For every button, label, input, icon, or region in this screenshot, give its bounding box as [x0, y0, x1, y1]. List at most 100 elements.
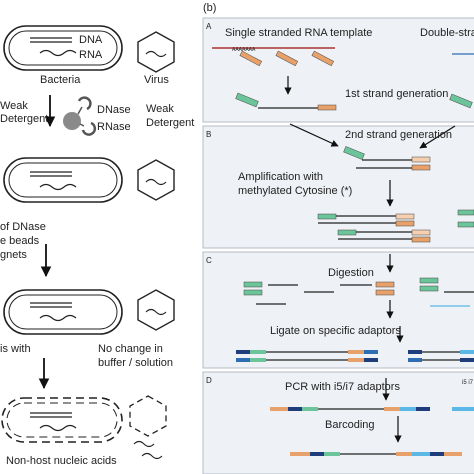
lig-green-2 [250, 358, 266, 362]
amp-orange-2 [395, 220, 415, 227]
amp-orange-4 [411, 236, 431, 243]
rnase-label: RNase [97, 121, 131, 133]
rna-wave-2 [39, 183, 77, 191]
section-d-letter: D [206, 376, 212, 385]
amp-light-1 [395, 213, 415, 220]
digestion-label: Digestion [328, 267, 374, 279]
lig-orange-2 [348, 358, 364, 362]
frag-green-right-1 [419, 277, 439, 284]
rnase-stalk [79, 123, 85, 127]
section-a-box [202, 17, 474, 123]
amp-green-3 [337, 229, 357, 236]
virus-genome-2 [145, 178, 167, 186]
lig-right-3 [408, 358, 422, 362]
first-strand-orange [317, 104, 337, 111]
section-c-box [202, 251, 474, 369]
pcr-right-lightblue [452, 407, 474, 411]
primer-orange-3 [311, 50, 334, 67]
bc-navy-left [310, 452, 324, 456]
edge-fragment: i5 i7 [462, 380, 474, 386]
lysed-bacteria [1, 397, 123, 443]
virus-genome-1 [145, 50, 167, 58]
bacteria-inner-2 [8, 162, 118, 198]
dnase-beads-step-1: of DNase [0, 221, 46, 233]
pcr-green [302, 407, 318, 411]
lig-navy-1 [236, 350, 250, 354]
first-strand-label: 1st strand generation [345, 88, 448, 100]
bc-orange-right [444, 452, 462, 456]
section-c-letter: C [206, 256, 212, 265]
first-strand-green [235, 92, 259, 108]
virus-capsid-2 [137, 159, 175, 201]
dna-label: DNA [79, 34, 103, 46]
lig-right-1 [408, 350, 422, 354]
bacteria-cell-3 [3, 289, 123, 335]
pcr-navy-right [416, 407, 430, 411]
section-a-letter: A [206, 22, 212, 31]
free-rna [39, 424, 77, 432]
lig-orange-1 [348, 350, 364, 354]
bacteria-label: Bacteria [40, 74, 81, 86]
left-panel: DNA RNA Bacteria Virus Weak Detergent DN… [0, 25, 194, 467]
second-strand-green [343, 146, 365, 160]
rna-wave-3 [39, 314, 77, 322]
primer-orange-2 [275, 50, 298, 67]
polya-label: AAAAAAA [232, 47, 256, 53]
template-title: Single stranded RNA template [225, 27, 372, 39]
non-host-label: Non-host nucleic acids [6, 455, 117, 467]
dnase-label: DNase [97, 104, 131, 116]
dnase-stalk [77, 106, 83, 115]
bacteria-cell-2 [3, 157, 123, 203]
amplification-line-2: methylated Cytosine (*) [238, 185, 352, 197]
wash-step-fragment: is with [0, 343, 31, 355]
frag-green-right-2 [419, 285, 439, 292]
dnase-enzyme-icon [77, 96, 92, 111]
second-strand-light [411, 156, 431, 163]
rna-label: RNA [79, 49, 103, 61]
amp-green-right-1 [457, 209, 474, 216]
panel-label-b: (b) [203, 2, 216, 14]
lig-navy-2 [236, 358, 250, 362]
no-change-text-2: buffer / solution [98, 357, 173, 369]
weak-detergent-right-2: Detergent [146, 117, 194, 129]
lig-right-2 [460, 350, 474, 354]
section-b-letter: B [206, 130, 211, 139]
right-panel: (b) A Single stranded RNA template Doubl… [202, 2, 474, 474]
free-virus-genome-2 [141, 452, 163, 460]
bacteria-inner-1 [8, 30, 118, 66]
pcr-lightblue [400, 407, 416, 411]
amp-green-1 [317, 213, 337, 220]
virus-label: Virus [144, 74, 169, 86]
primer-orange-1 [239, 50, 262, 67]
bc-lightblue [412, 452, 430, 456]
rna-wave-1 [39, 49, 77, 57]
second-strand-label: 2nd strand generation [345, 129, 452, 141]
double-stranded-title: Double-stra [420, 27, 474, 39]
pcr-navy-left [288, 407, 302, 411]
section-d-box [202, 371, 474, 474]
virus-capsid-3 [137, 289, 175, 331]
weak-detergent-left-1: Weak [0, 100, 28, 112]
arrow-converge-left [289, 123, 339, 147]
bacteria-cell-1 [3, 25, 123, 71]
amp-green-right-2 [457, 221, 474, 228]
rnase-enzyme-icon [81, 121, 97, 136]
enzyme-bead [63, 112, 81, 130]
weak-detergent-left-2: Detergent [0, 113, 48, 125]
lysed-virus [129, 395, 167, 437]
bc-green [324, 452, 340, 456]
pcr-orange-mid [384, 407, 400, 411]
virus-capsid-1 [137, 31, 175, 73]
ligate-label: Ligate on specific adaptors [270, 325, 401, 337]
amplification-line-1: Amplification with [238, 171, 323, 183]
lig-blue-1 [364, 350, 378, 354]
pcr-label: PCR with i5/i7 adaptors [285, 381, 400, 393]
bacteria-inner-3 [8, 294, 118, 330]
second-strand-orange [411, 164, 431, 171]
virus-genome-3 [145, 308, 167, 316]
bc-orange-left [290, 452, 310, 456]
frag-green-2 [243, 289, 263, 296]
ds-green-right [449, 93, 473, 109]
